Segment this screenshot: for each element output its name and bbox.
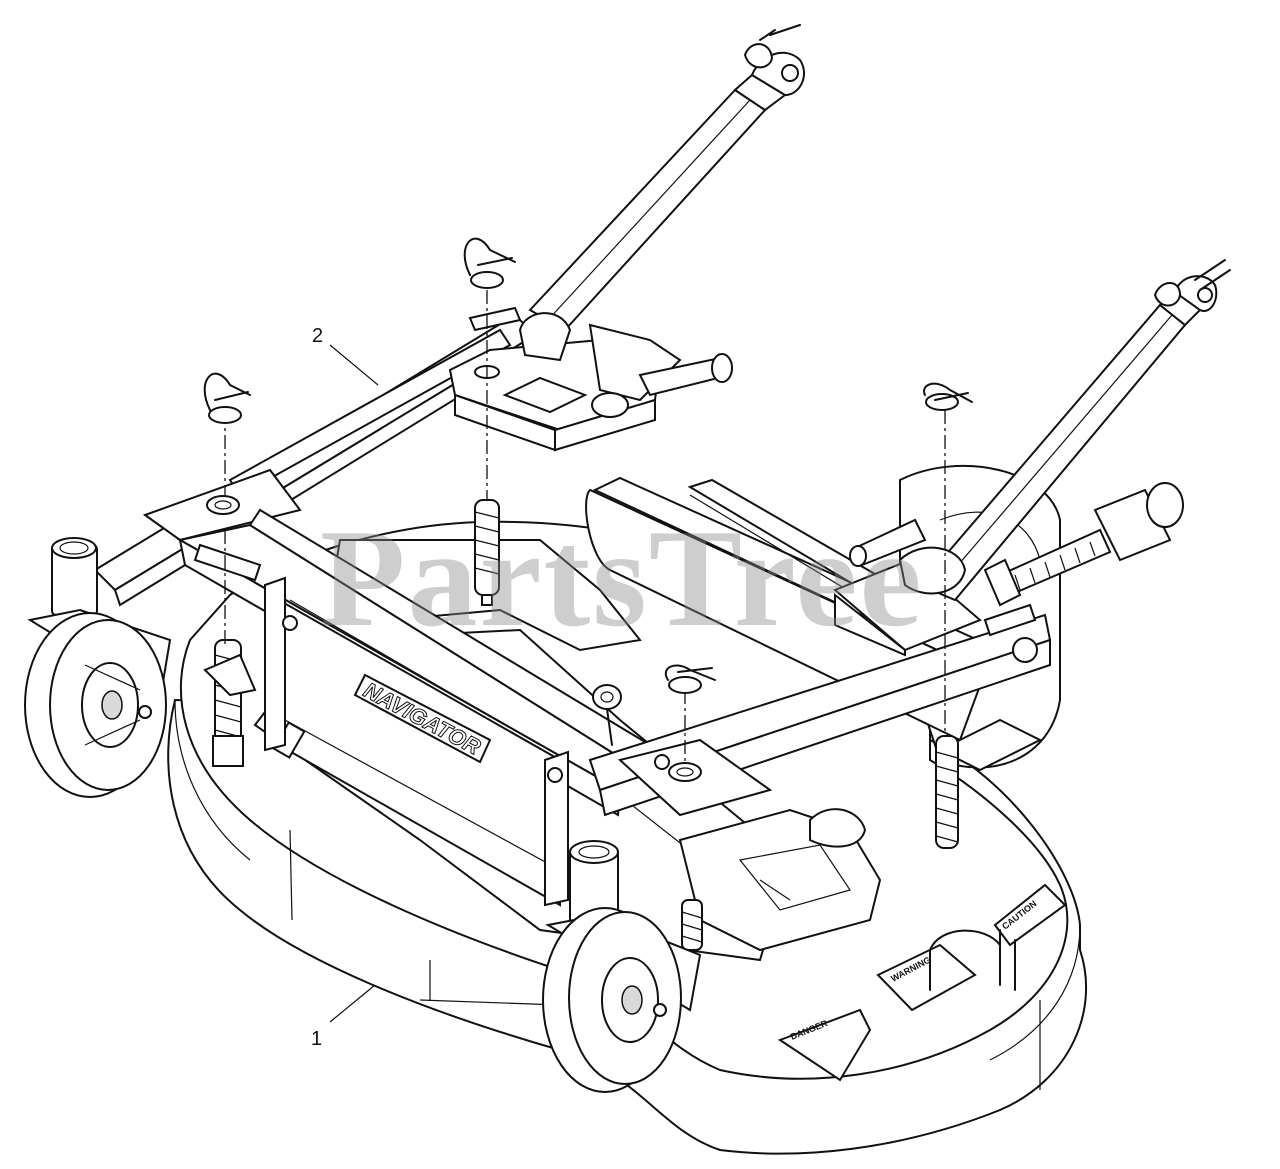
callout-1: 1 (311, 984, 376, 1050)
callout-2: 2 (312, 325, 379, 386)
spring-pin-rear-right (935, 735, 959, 849)
spring-pin-center (681, 899, 703, 951)
hitch-block[interactable] (448, 323, 733, 452)
caster-wheel-right[interactable] (542, 840, 702, 1093)
eye-bolt (592, 684, 622, 746)
svg-text:2: 2 (312, 325, 323, 347)
hitch-frame-assembly[interactable]: NAVIGATOR (93, 306, 1052, 907)
danger-decal: DANGER (777, 1008, 872, 1082)
pto-shaft-right[interactable] (849, 259, 1231, 607)
hairpin-pin-b (463, 237, 516, 289)
pto-shaft-left[interactable] (518, 24, 805, 362)
warning-decal: WARNING (876, 943, 977, 1012)
caster-wheel-left[interactable] (24, 537, 172, 798)
alignment-lines (224, 290, 946, 765)
svg-text:1: 1 (311, 1028, 322, 1050)
hairpin-cotter-pin-icon (203, 237, 973, 694)
hairpin-pin-c (923, 382, 973, 411)
watermark: PartsTree (320, 501, 924, 656)
hairpin-pin-d (664, 664, 716, 694)
hairpin-pin-a (203, 372, 251, 424)
